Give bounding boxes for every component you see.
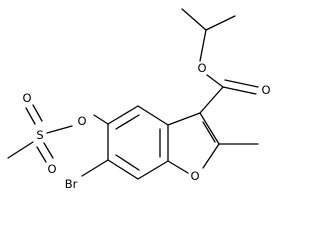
bond-ch-me1 (181, 8, 207, 31)
bond-c2-c8 (137, 160, 169, 180)
atom-o-ester-carbonyl: O (261, 83, 270, 97)
bond-o-c8 (167, 160, 189, 174)
bond-c3a-c2a-inner (202, 121, 216, 143)
bond-carbonyl-o-double-b (224, 79, 259, 88)
atom-o-ester-single: O (197, 61, 206, 75)
bond-s-otop-a (25, 107, 36, 125)
bond-o-ch (199, 29, 207, 62)
bond-c5-c4 (107, 105, 139, 125)
bond-c3-c2 (107, 159, 139, 180)
bond-c3a-ccarbonyl (199, 86, 224, 114)
bond-c5-c4-inner (115, 114, 140, 130)
atom-o-furan: O (190, 169, 199, 183)
bond-s-otop-b (32, 104, 43, 122)
bond-s-obottom-b (36, 146, 47, 163)
structure-svg: O O O O S O O Br (7, 8, 271, 191)
atom-o-sulfonyl-top: O (22, 91, 31, 105)
bond-ch-me2 (205, 15, 236, 31)
bond-c4-olink (93, 114, 109, 125)
bond-c2a-o (202, 143, 220, 169)
bond-s-methyl (7, 141, 34, 159)
bond-s-obottom-a (43, 142, 54, 159)
bond-c3a-c2a (199, 112, 220, 145)
atom-s-sulfonyl: S (36, 128, 43, 142)
bond-olink-s (46, 125, 73, 134)
bond-c7-c5 (137, 105, 169, 126)
bond-ccarbonyl-o-single (206, 74, 224, 88)
bond-carbonyl-o-double-a (222, 86, 257, 95)
molecule-diagram: O O O O S O O Br (7, 8, 271, 191)
atom-br: Br (65, 177, 78, 191)
atom-o-sulfonate-link: O (77, 114, 86, 128)
bond-c3-c2-inner (115, 154, 140, 171)
bond-c7-c3a (167, 112, 201, 126)
bond-c2-br (81, 159, 109, 177)
atom-o-sulfonyl-bottom: O (47, 162, 56, 176)
